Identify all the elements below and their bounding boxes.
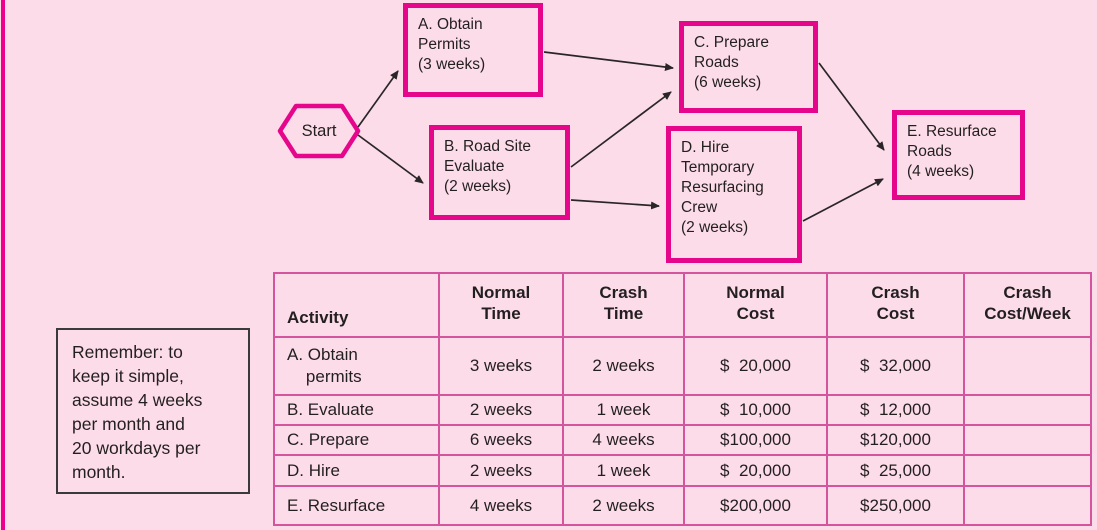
diagram-node-start: Start	[301, 121, 337, 140]
diagram-node-prepare-roads: C. Prepare Roads (6 weeks)	[679, 21, 818, 113]
cell-activity: E. Resurface	[273, 485, 440, 526]
cell-crash-cost: $250,000	[826, 485, 965, 526]
cell-normal-cost: $ 20,000	[683, 454, 828, 487]
arrow-c-to-e	[818, 62, 885, 151]
diagram-node-resurface-roads: E. Resurface Roads (4 weeks)	[892, 110, 1025, 200]
cell-activity: D. Hire	[273, 454, 440, 487]
cell-normal-cost: $ 10,000	[683, 394, 828, 426]
cell-crash-time: 4 weeks	[562, 424, 685, 456]
cell-crash-cost-week	[963, 485, 1092, 526]
arrow-b-to-d	[570, 199, 660, 210]
left-accent-stripe	[1, 0, 5, 530]
cell-crash-time: 2 weeks	[562, 485, 685, 526]
cell-normal-time: 2 weeks	[438, 394, 564, 426]
header-crash-time: Crash Time	[562, 272, 685, 338]
arrow-b-to-c	[570, 91, 672, 168]
reminder-note: Remember: to keep it simple, assume 4 we…	[56, 328, 250, 494]
diagram-node-road-site-evaluate: B. Road Site Evaluate (2 weeks)	[429, 125, 570, 220]
cell-activity: A. Obtain permits	[273, 336, 440, 396]
table-row-e: E. Resurface 4 weeks 2 weeks $200,000 $2…	[273, 485, 1092, 526]
cell-activity: B. Evaluate	[273, 394, 440, 426]
diagram-node-hire-crew: D. Hire Temporary Resurfacing Crew (2 we…	[666, 126, 802, 263]
start-hexagon	[277, 103, 361, 159]
cell-crash-cost: $120,000	[826, 424, 965, 456]
cell-crash-time: 1 week	[562, 394, 685, 426]
arrow-start-to-b	[357, 134, 424, 184]
arrow-a-to-c	[543, 51, 674, 71]
cell-crash-cost-week	[963, 336, 1092, 396]
table-row-d: D. Hire 2 weeks 1 week $ 20,000 $ 25,000	[273, 454, 1092, 487]
arrow-start-to-a	[357, 70, 399, 128]
table-row-c: C. Prepare 6 weeks 4 weeks $100,000 $120…	[273, 424, 1092, 456]
cell-crash-cost-week	[963, 394, 1092, 426]
cell-normal-cost: $200,000	[683, 485, 828, 526]
header-crash-cost: Crash Cost	[826, 272, 965, 338]
table-row-a: A. Obtain permits 3 weeks 2 weeks $ 20,0…	[273, 336, 1092, 396]
cell-normal-time: 3 weeks	[438, 336, 564, 396]
cell-activity: C. Prepare	[273, 424, 440, 456]
diagram-node-obtain-permits: A. Obtain Permits (3 weeks)	[403, 3, 543, 97]
cell-crash-cost-week	[963, 454, 1092, 487]
header-normal-cost: Normal Cost	[683, 272, 828, 338]
header-activity: Activity	[273, 272, 440, 338]
cell-normal-time: 2 weeks	[438, 454, 564, 487]
cell-normal-cost: $ 20,000	[683, 336, 828, 396]
cell-crash-cost-week	[963, 424, 1092, 456]
table-row-b: B. Evaluate 2 weeks 1 week $ 10,000 $ 12…	[273, 394, 1092, 426]
header-normal-time: Normal Time	[438, 272, 564, 338]
arrow-d-to-e	[802, 178, 884, 222]
cell-crash-cost: $ 25,000	[826, 454, 965, 487]
table-header-row: Activity Normal Time Crash Time Normal C…	[273, 272, 1092, 338]
cell-crash-time: 1 week	[562, 454, 685, 487]
cell-normal-time: 6 weeks	[438, 424, 564, 456]
cell-normal-cost: $100,000	[683, 424, 828, 456]
cell-crash-cost: $ 32,000	[826, 336, 965, 396]
crash-cost-table: Activity Normal Time Crash Time Normal C…	[273, 272, 1092, 526]
header-crash-cost-week: Crash Cost/Week	[963, 272, 1092, 338]
cell-crash-time: 2 weeks	[562, 336, 685, 396]
cell-normal-time: 4 weeks	[438, 485, 564, 526]
cell-crash-cost: $ 12,000	[826, 394, 965, 426]
